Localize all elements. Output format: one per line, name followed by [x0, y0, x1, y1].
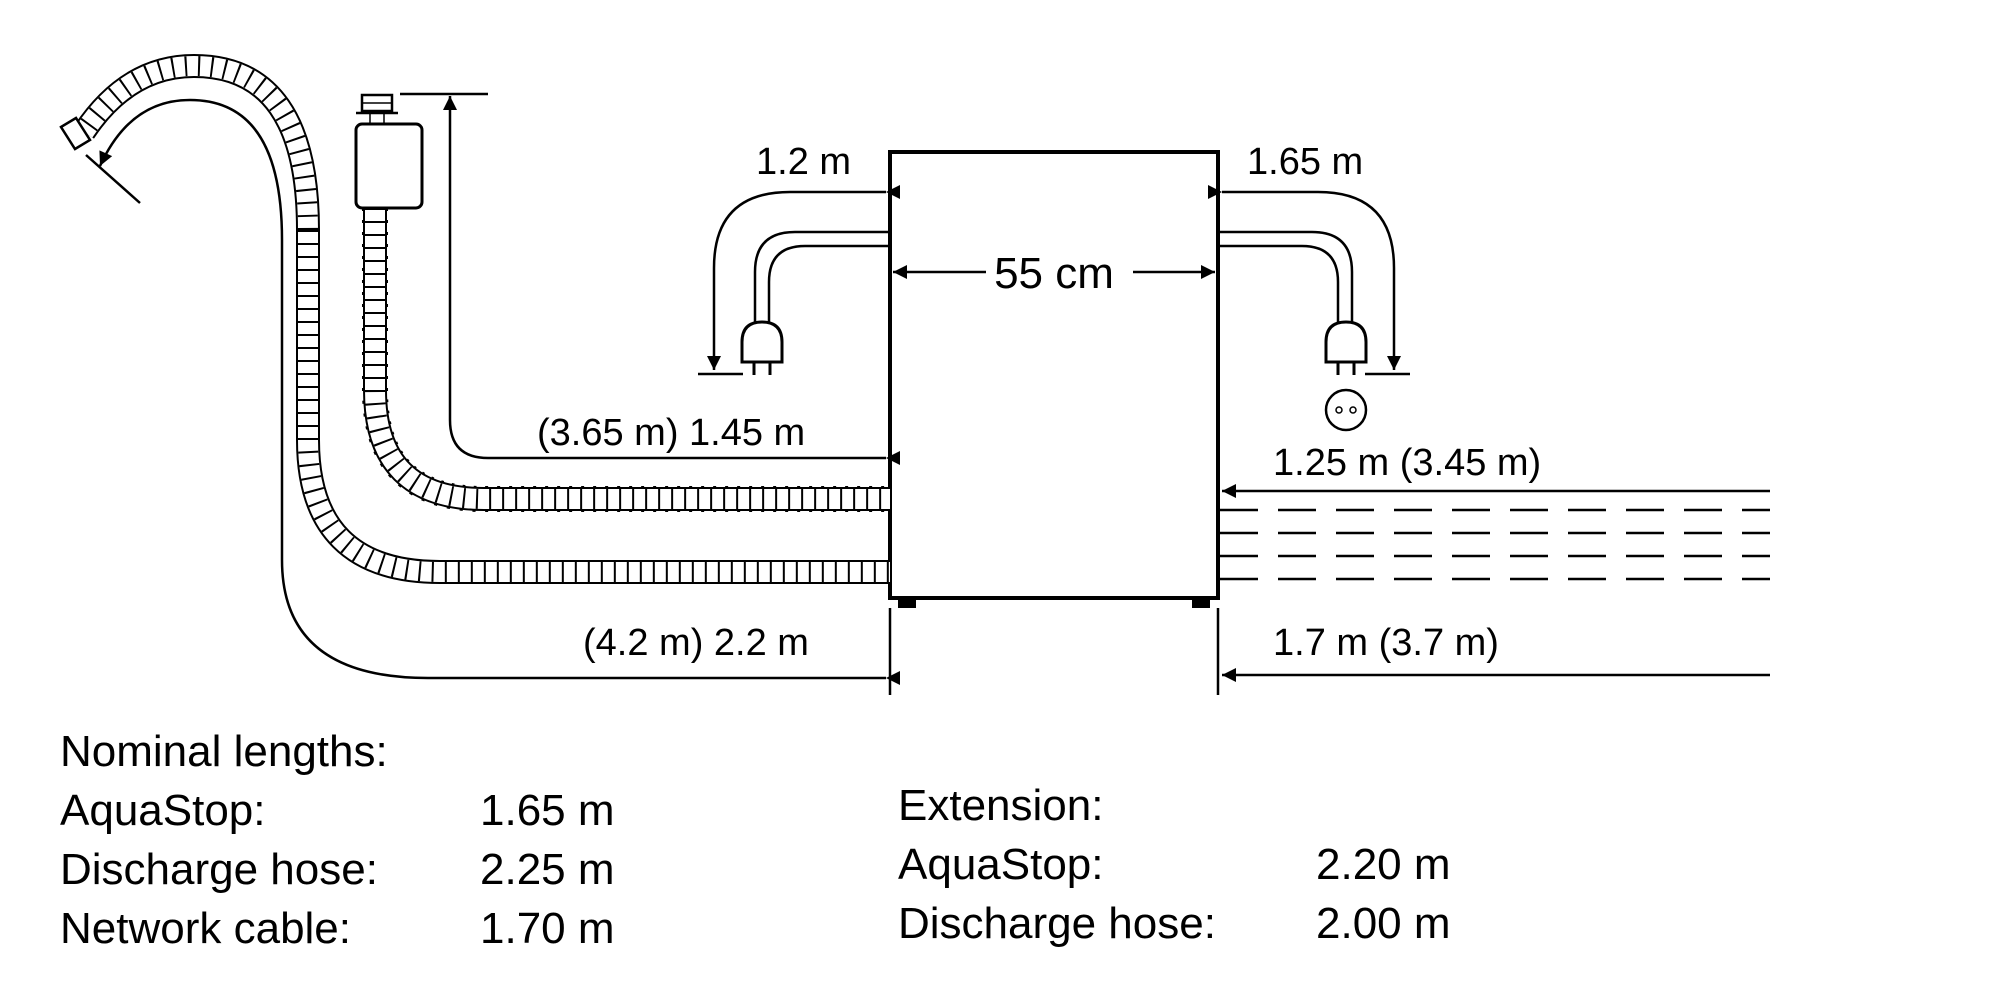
extension-lengths-table: Extension: AquaStop: 2.20 m Discharge ho…	[898, 776, 1451, 953]
right-upper-dimension: 1.25 m (3.45 m)	[1222, 442, 1770, 498]
extension-row-label: AquaStop:	[898, 840, 1104, 889]
left-cable-dimension: 1.2 m	[698, 141, 900, 376]
nominal-row: Network cable: 1.70 m	[60, 899, 615, 958]
left-cable-label: 1.2 m	[756, 141, 851, 183]
nominal-row-label: Discharge hose:	[60, 845, 378, 894]
extension-row: AquaStop: 2.20 m	[898, 835, 1451, 894]
extension-row-value: 2.20 m	[1316, 840, 1451, 889]
nominal-row-value: 2.25 m	[480, 845, 615, 894]
right-plug-icon	[1324, 320, 1368, 375]
nominal-row-label: AquaStop:	[60, 786, 266, 835]
left-power-cable	[753, 230, 890, 322]
nominal-row-value: 1.70 m	[480, 904, 615, 953]
right-cable-label: 1.65 m	[1247, 141, 1363, 183]
extension-row-label: Discharge hose:	[898, 899, 1216, 948]
right-power-cable	[1218, 230, 1354, 322]
extension-row-value: 2.00 m	[1316, 899, 1451, 948]
nominal-lengths-table: Nominal lengths: AquaStop: 1.65 m Discha…	[60, 722, 615, 958]
nominal-row: Discharge hose: 2.25 m	[60, 840, 615, 899]
right-lower-label: 1.7 m (3.7 m)	[1273, 622, 1499, 664]
extension-row: Discharge hose: 2.00 m	[898, 894, 1451, 953]
nominal-row-value: 1.65 m	[480, 786, 615, 835]
nominal-row-label: Network cable:	[60, 904, 352, 953]
nominal-title: Nominal lengths:	[60, 727, 388, 776]
wall-socket-icon	[1324, 388, 1368, 432]
nominal-title-row: Nominal lengths:	[60, 722, 615, 781]
drain-hose-label: (4.2 m) 2.2 m	[583, 622, 809, 664]
width-dimension: 55 cm	[893, 249, 1215, 298]
right-lower-dimension: 1.7 m (3.7 m)	[1222, 622, 1770, 682]
right-cable-dimension: 1.65 m	[1208, 141, 1410, 376]
right-continuation-lines	[1220, 508, 1770, 581]
right-upper-label: 1.25 m (3.45 m)	[1273, 442, 1541, 484]
dishwasher-body	[888, 150, 1220, 608]
width-label: 55 cm	[994, 249, 1114, 298]
extension-title-row: Extension:	[898, 776, 1451, 835]
nominal-row: AquaStop: 1.65 m	[60, 781, 615, 840]
extension-title: Extension:	[898, 781, 1104, 830]
drain-hose-dimension: (4.2 m) 2.2 m	[85, 98, 900, 685]
left-plug-icon	[740, 320, 784, 375]
inlet-hose-label: (3.65 m) 1.45 m	[537, 412, 805, 454]
